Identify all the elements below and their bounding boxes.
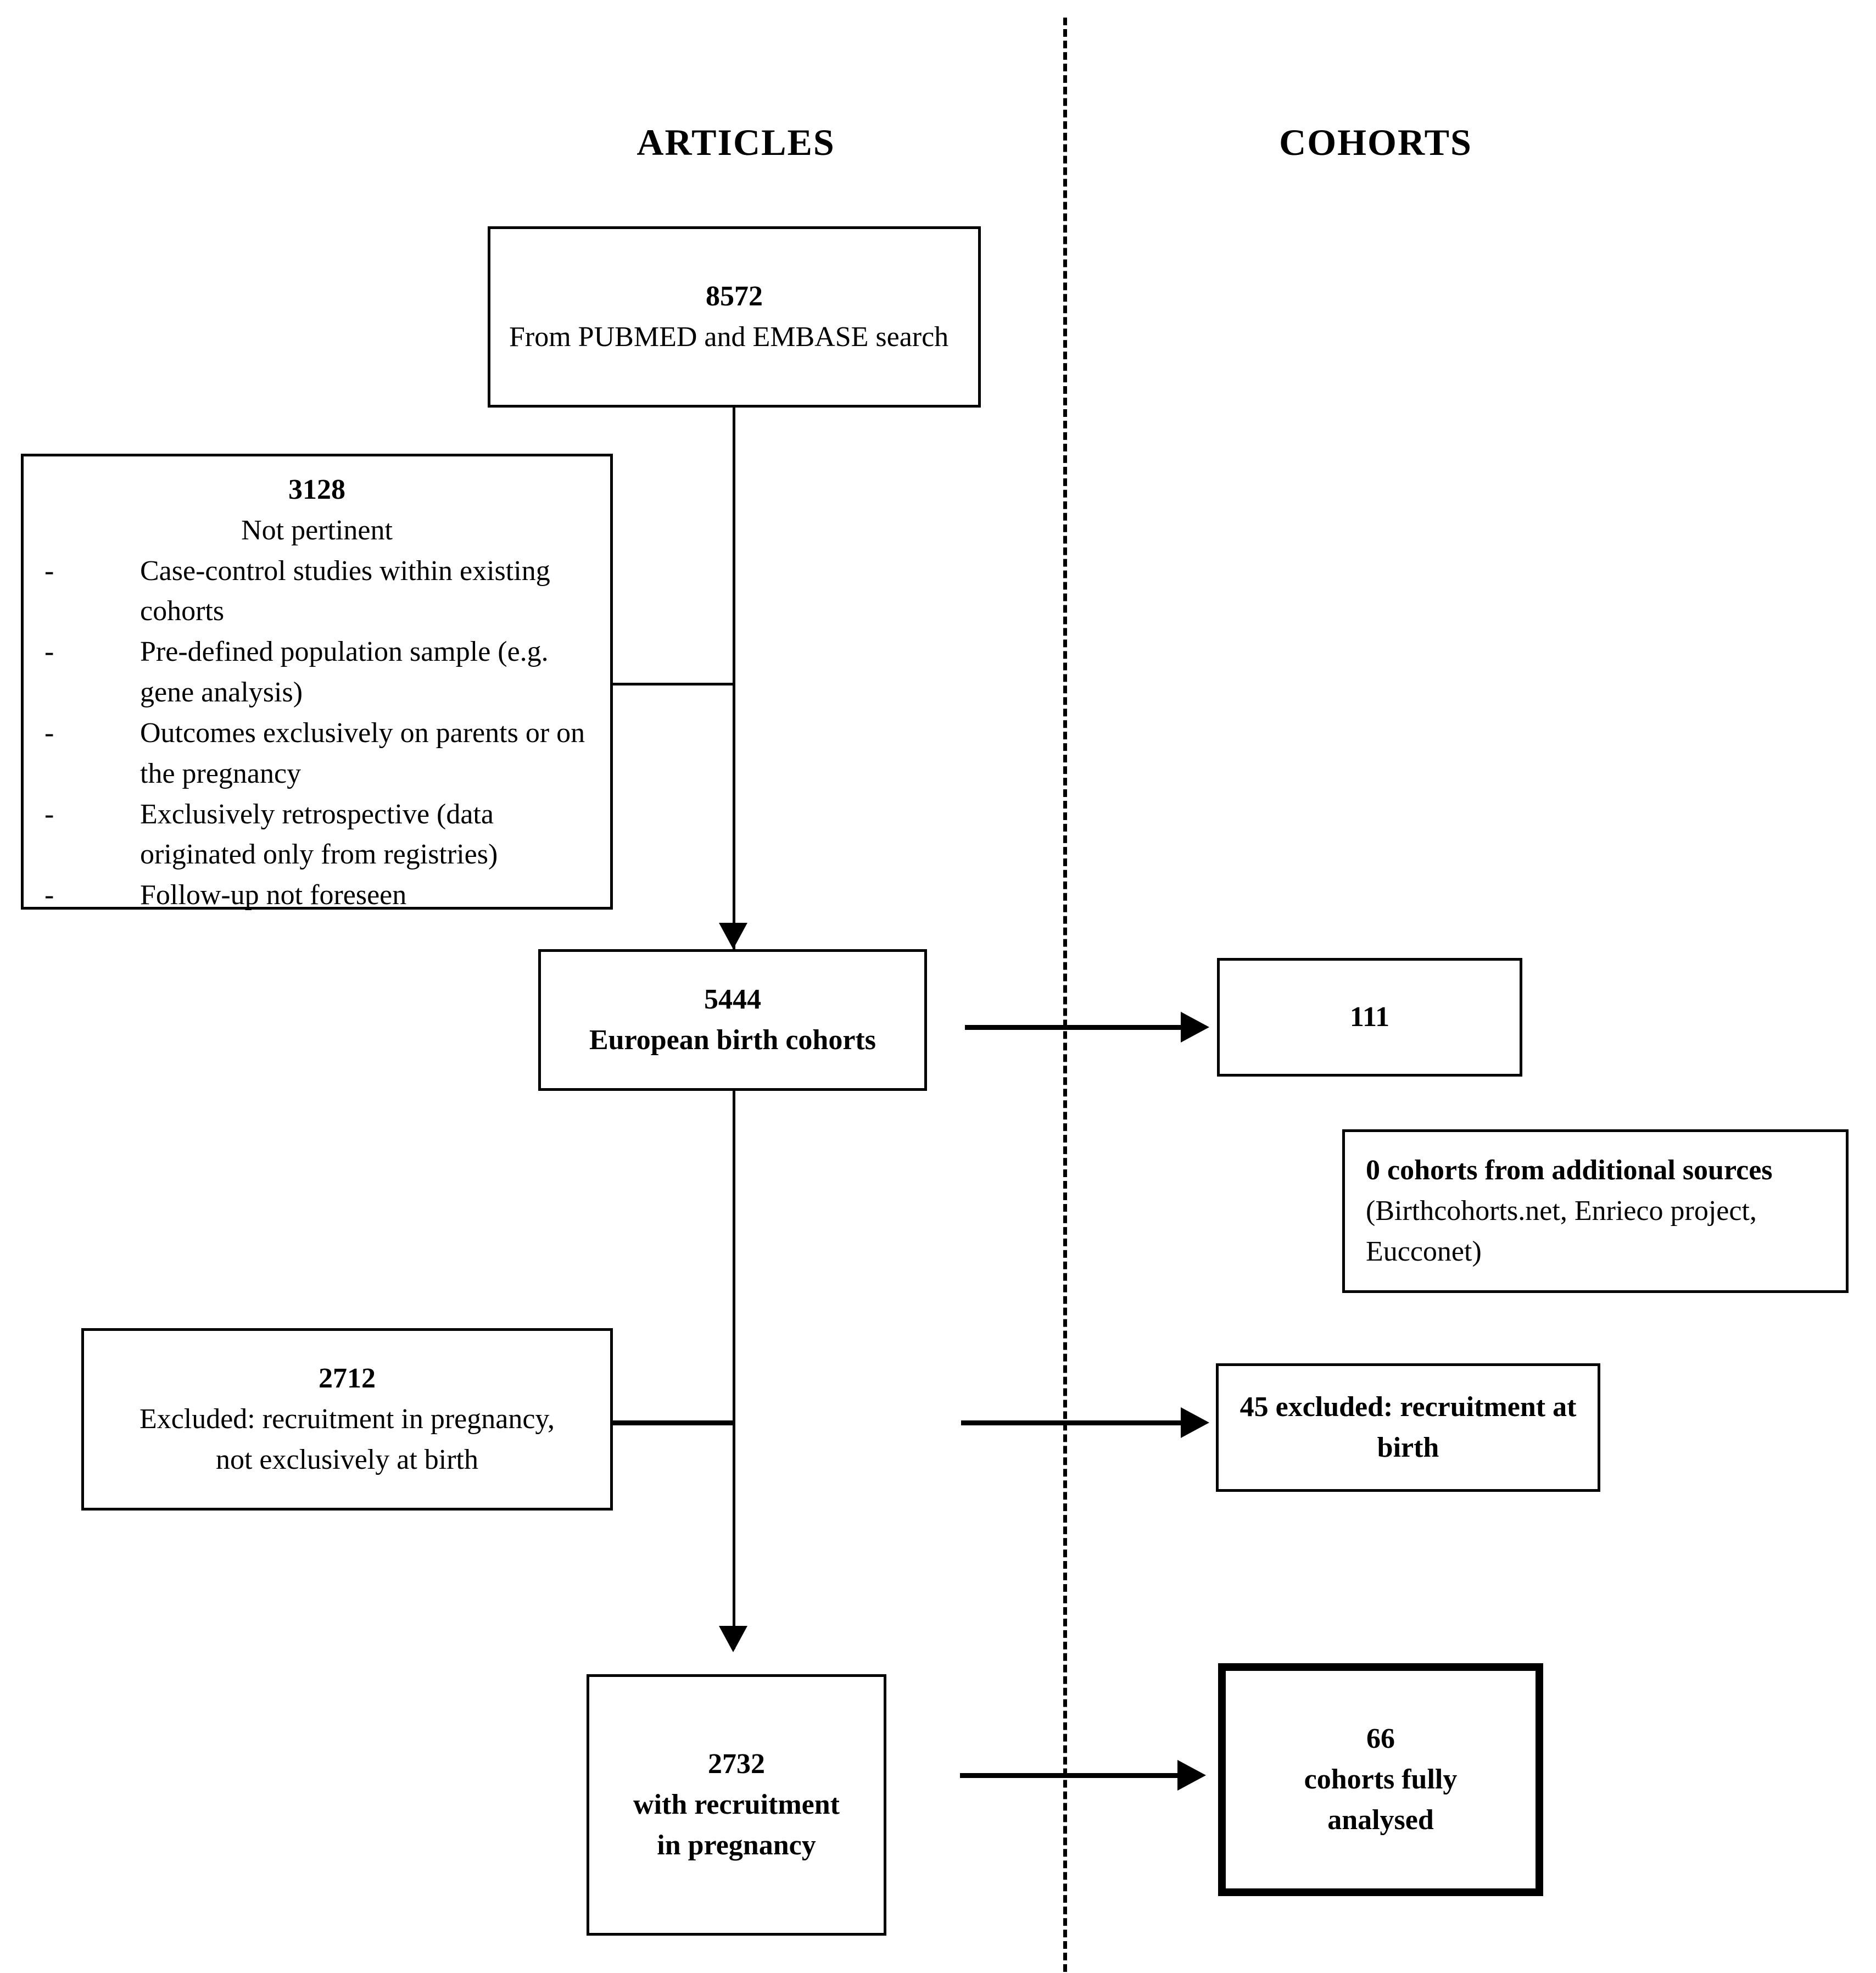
node-european-birth-cohorts: 5444 European birth cohorts [538,949,927,1091]
articles-pregnancy-line2: in pregnancy [657,1829,816,1861]
cohorts-analysed-count: 66 [1366,1723,1395,1755]
node-additional-sources: 0 cohorts from additional sources (Birth… [1342,1129,1849,1293]
excluded-articles-line2: not exclusively at birth [215,1443,478,1475]
excluded-cohorts-line2: birth [1377,1432,1439,1463]
connector-european-to-cohorts-identified [965,1025,1185,1030]
cohorts-analysed-line1: cohorts fully [1304,1764,1458,1796]
additional-sources-headline: 0 cohorts from additional sources [1366,1155,1773,1186]
node-cohorts-identified: 111 [1217,958,1522,1077]
bullet-dash-icon: - [44,555,54,587]
column-header-cohorts: COHORTS [1279,121,1472,163]
arrowhead-identified-to-european [719,923,747,949]
arrowhead-european-to-pregnancy [719,1626,747,1652]
european-cohorts-description: European birth cohorts [589,1024,876,1056]
arrowhead-european-to-cohorts-identified [1181,1012,1209,1043]
criterion-text: Exclusively retrospective (data originat… [140,798,498,871]
excluded-articles-line1: Excluded: recruitment in pregnancy, [139,1403,555,1435]
excluded-cohorts-line1: 45 excluded: recruitment at [1240,1391,1577,1423]
connector-excluded-to-spine [610,1420,735,1425]
arrowhead-excluded-articles-to-excluded-cohorts [1181,1407,1209,1438]
additional-sources-detail: (Birthcohorts.net, Enrieco project, Eucc… [1366,1195,1757,1267]
not-pertinent-criterion-5: - Follow-up not foreseen [24,875,610,916]
connector-excluded-articles-to-excluded-cohorts [961,1420,1184,1425]
node-excluded-cohorts: 45 excluded: recruitment at birth [1216,1363,1600,1492]
node-not-pertinent: 3128 Not pertinent - Case-control studie… [21,454,613,911]
not-pertinent-criterion-2: - Pre-defined population sample (e.g. ge… [24,632,610,713]
connector-identified-to-european [733,408,735,949]
node-excluded-articles: 2712 Excluded: recruitment in pregnancy,… [81,1328,613,1511]
arrowhead-pregnancy-to-cohorts-analysed [1177,1760,1206,1791]
connector-european-to-pregnancy [733,1091,735,1649]
excluded-articles-count: 2712 [319,1363,376,1395]
node-articles-in-pregnancy: 2732 with recruitment in pregnancy [587,1674,886,1936]
cohorts-analysed-line2: analysed [1327,1804,1434,1836]
connector-not-pertinent-to-spine [610,683,735,685]
not-pertinent-criterion-3: - Outcomes exclusively on parents or on … [24,713,610,794]
node-cohorts-fully-analysed: 66 cohorts fully analysed [1218,1663,1543,1896]
criterion-text: Outcomes exclusively on parents or on th… [140,717,585,789]
column-header-articles: ARTICLES [637,121,835,163]
criterion-text: Case-control studies within existing coh… [140,555,550,627]
articles-pregnancy-count: 2732 [708,1748,765,1780]
not-pertinent-count: 3128 [288,474,345,505]
identified-articles-description: From PUBMED and EMBASE search [509,321,949,353]
bullet-dash-icon: - [44,879,54,911]
european-cohorts-count: 5444 [704,984,761,1016]
articles-pregnancy-line1: with recruitment [633,1789,840,1821]
identified-articles-count: 8572 [706,281,763,313]
bullet-dash-icon: - [44,798,54,830]
column-divider-dashed-line [1063,18,1067,1972]
not-pertinent-criterion-4: - Exclusively retrospective (data origin… [24,794,610,876]
not-pertinent-reason: Not pertinent [241,514,393,546]
not-pertinent-criterion-1: - Case-control studies within existing c… [24,551,610,632]
connector-pregnancy-to-cohorts-analysed [960,1773,1181,1778]
bullet-dash-icon: - [44,717,54,749]
cohorts-identified-count: 111 [1349,1001,1390,1033]
bullet-dash-icon: - [44,636,54,668]
criterion-text: Pre-defined population sample (e.g. gene… [140,636,549,709]
criterion-text: Follow-up not foreseen [140,879,407,911]
node-identified-articles: 8572 From PUBMED and EMBASE search [488,226,981,408]
